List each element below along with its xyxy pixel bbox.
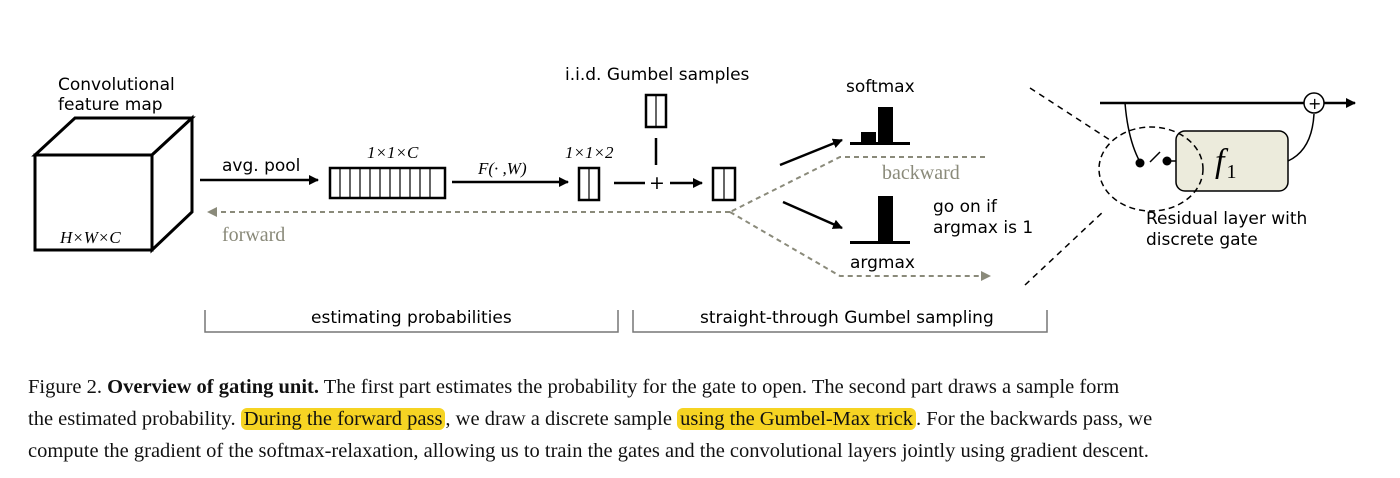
switch-lever: [1149, 151, 1161, 163]
softmax-label: softmax: [846, 77, 915, 97]
caption-line-1: Figure 2. Overview of gating unit. The f…: [28, 371, 1378, 403]
feature-map-cube: [31, 114, 196, 254]
dashed-gradient-paths: [207, 156, 991, 281]
feature-map-label-line2: feature map: [58, 95, 163, 115]
figure-caption: Figure 2. Overview of gating unit. The f…: [28, 371, 1378, 467]
sum-node: [1303, 92, 1325, 114]
caption-figure-number: Figure 2.: [28, 376, 103, 398]
to-softmax-arrow: [779, 138, 843, 167]
gate-highlight-ellipse: [1098, 126, 1204, 212]
plus-symbol: +: [649, 172, 665, 194]
cube-dims-label: H×W×C: [59, 228, 121, 247]
residual-label-line1: Residual layer with: [1146, 209, 1307, 229]
residual-function-subscript: 1: [1226, 161, 1236, 183]
caption-line2-end: . For the backwards pass, we: [915, 408, 1153, 430]
logits-box: [577, 166, 601, 202]
caption-line1-text: The first part estimates the probability…: [323, 376, 1120, 398]
block-output-wire: [1287, 113, 1315, 162]
caption-line-2: the estimated probability. During the fo…: [28, 403, 1378, 435]
residual-label-line2: discrete gate: [1146, 230, 1258, 250]
caption-highlight-gumbel-max: using the Gumbel-Max trick: [677, 408, 916, 430]
argmax-bars: [850, 196, 910, 244]
go-on-label-line1: go on if: [933, 197, 998, 217]
caption-title: Overview of gating unit.: [107, 376, 319, 398]
gumbel-samples-label: i.i.d. Gumbel samples: [565, 65, 750, 85]
sum-box: [711, 166, 737, 202]
feature-map-label-line1: Convolutional: [58, 75, 175, 95]
bracket-estimating-label: estimating probabilities: [311, 308, 512, 328]
caption-highlight-forward-pass: During the forward pass: [240, 408, 446, 430]
to-argmax-arrow: [782, 200, 843, 230]
forward-label: forward: [222, 224, 285, 246]
gate-input-wire: [1124, 102, 1141, 163]
go-on-label-line2: argmax is 1: [933, 218, 1033, 238]
softmax-bars: [850, 107, 910, 145]
function-label: F(· ,W): [477, 159, 527, 178]
caption-line-3: compute the gradient of the softmax-rela…: [28, 440, 1149, 462]
zoom-line-bottom: [1024, 209, 1106, 286]
caption-line2-start: the estimated probability.: [28, 408, 236, 430]
bracket-gumbel-label: straight-through Gumbel sampling: [700, 308, 994, 328]
argmax-label: argmax: [850, 253, 915, 273]
gumbel-samples-box: [644, 93, 668, 129]
backward-label: backward: [882, 162, 960, 184]
bracket-gumbel: [632, 310, 1048, 333]
switch-dot-right: [1162, 156, 1172, 166]
sum-node-plus: +: [1308, 94, 1321, 113]
vector-dims-label: 1×1×C: [367, 143, 419, 162]
avg-pool-label: avg. pool: [222, 156, 300, 176]
output-dims-label: 1×1×2: [565, 143, 614, 162]
channel-vector: [328, 166, 447, 200]
switch-dot-left: [1135, 158, 1145, 168]
bracket-estimating: [204, 310, 619, 333]
zoom-line-top: [1029, 87, 1111, 141]
caption-line2-middle: , we draw a discrete sample: [445, 408, 672, 430]
